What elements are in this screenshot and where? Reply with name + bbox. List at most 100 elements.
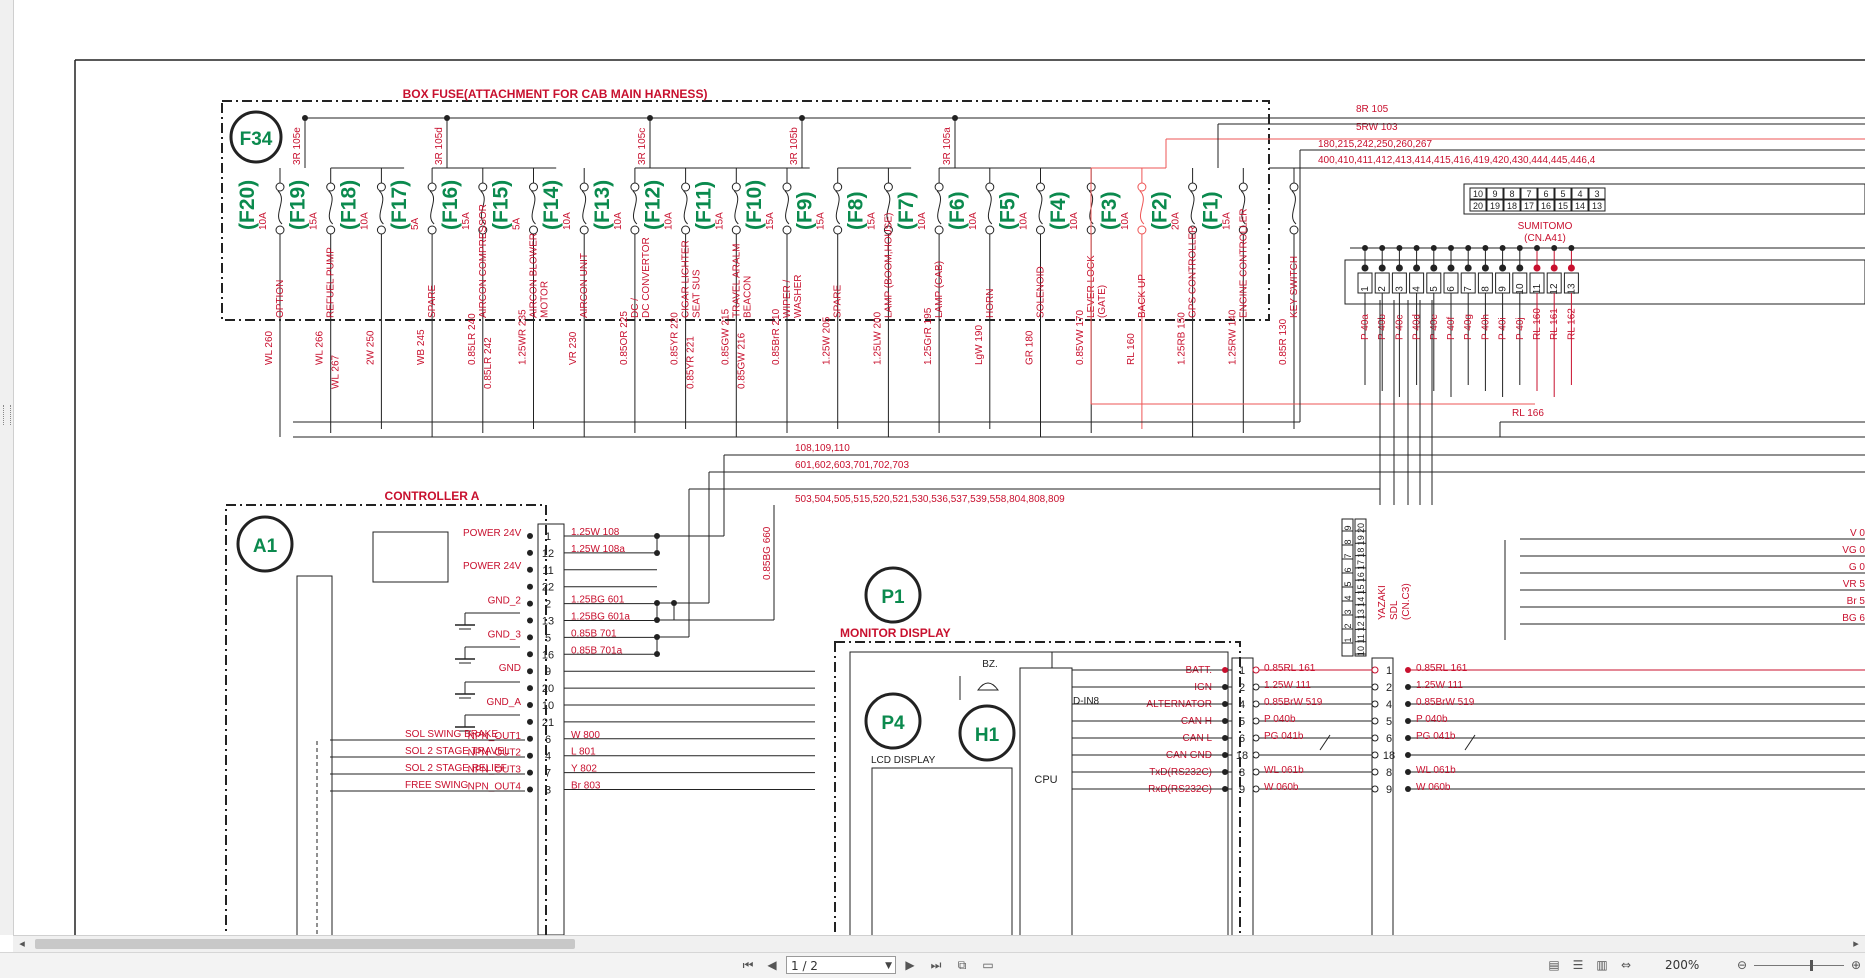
fit-width-icon[interactable]: ⇔ xyxy=(1620,958,1632,972)
connector-label: SUMITOMO xyxy=(1518,221,1573,232)
fuse-id: (F18) xyxy=(337,180,360,230)
fuse-rating: 20A xyxy=(1171,212,1182,230)
yazaki-pin-terminal xyxy=(1371,751,1379,759)
yazaki-cavity: 15 xyxy=(1356,584,1366,594)
fuse-rating: 10A xyxy=(613,212,624,230)
zoom-level[interactable]: 200% xyxy=(1665,958,1700,972)
pin-dot xyxy=(1533,264,1541,272)
cavity-number: 5 xyxy=(1560,189,1565,199)
fuse-feed-label: 3R 105b xyxy=(789,127,800,165)
fuse-load-label: WIPER / xyxy=(782,279,793,318)
fuse-rating: 10A xyxy=(1120,212,1131,230)
fuse-load-label: SPARE xyxy=(427,285,438,318)
yazaki-wire-label: PG 041b xyxy=(1416,731,1456,742)
zoom-out-icon[interactable]: ⊖ xyxy=(1736,958,1748,972)
horizontal-scrollbar[interactable]: ◂ ▸ xyxy=(13,935,1865,953)
pin-dot xyxy=(1362,245,1368,251)
cavity-number: 10 xyxy=(1473,189,1483,199)
wire-label: 1.25W 205 xyxy=(822,316,833,365)
pin-number: 9 xyxy=(1498,286,1509,292)
lcd-id: P4 xyxy=(881,713,905,734)
pin-number: 3 xyxy=(1394,286,1405,292)
fuse-id: (F12) xyxy=(642,180,665,230)
pin-dot xyxy=(1430,245,1437,251)
page-paste-icon[interactable]: ▭ xyxy=(982,958,994,972)
controller-wire-label: 1.25BG 601 xyxy=(571,595,625,606)
monitor-pin-number: 8 xyxy=(1239,767,1245,779)
yazaki-cavity: 10 xyxy=(1356,646,1366,656)
cpu-box xyxy=(1019,667,1073,935)
fuse-load-label: HORN xyxy=(985,289,996,318)
fuse-terminal-bottom xyxy=(630,225,640,235)
pin-wire-label: P 40j xyxy=(1515,317,1526,340)
cavity-number: 14 xyxy=(1575,201,1585,211)
monitor-pin-dot xyxy=(1222,769,1228,775)
first-page-icon[interactable]: ⏮ xyxy=(742,958,754,972)
right-edge-wire-label: VG 0 xyxy=(1842,545,1865,556)
pin-number: 8 xyxy=(1480,286,1491,292)
page-copy-icon[interactable]: ⧉ xyxy=(957,958,967,972)
fuse-element xyxy=(581,190,587,225)
scroll-grip[interactable] xyxy=(3,405,11,425)
chevron-down-icon[interactable]: ▼ xyxy=(885,961,892,971)
connector-cavity xyxy=(1537,199,1555,212)
single-page-view-icon[interactable]: ▤ xyxy=(1548,958,1560,972)
monitor-connector xyxy=(1231,657,1254,935)
wire-label: 0.85YR 220 xyxy=(670,312,681,365)
pin-wire-label: RL 162 xyxy=(1566,308,1577,340)
pin-dot xyxy=(1481,264,1489,272)
fuse-feed-label: 3R 105c xyxy=(637,128,648,165)
connector-cavity xyxy=(1469,199,1487,212)
right-edge-wire-label: V 0 xyxy=(1850,528,1865,539)
vertical-scrollbar[interactable] xyxy=(0,0,14,935)
continuous-view-icon[interactable]: ☰ xyxy=(1572,958,1584,972)
pin-dot xyxy=(1464,264,1472,272)
yazaki-pin-terminal xyxy=(1371,734,1379,742)
wire-label: VR 230 xyxy=(568,331,579,365)
page-number-field[interactable]: 1 / 2 ▼ xyxy=(786,956,896,974)
monitor-pin-terminal xyxy=(1252,785,1260,793)
scroll-thumb[interactable] xyxy=(35,939,575,949)
yazaki-cavity: 8 xyxy=(1343,539,1353,544)
scroll-left-icon[interactable]: ◂ xyxy=(19,938,25,950)
pin-dot xyxy=(1413,245,1420,251)
twist-mark xyxy=(1319,734,1331,751)
fuse-id: (F9) xyxy=(794,192,817,231)
fuse-element xyxy=(1291,190,1297,225)
monitor-id: P1 xyxy=(881,587,905,608)
fuse-rating: 10A xyxy=(664,212,675,230)
fuse-rating: 15A xyxy=(765,212,776,230)
monitor-pin-terminal xyxy=(1252,683,1260,691)
two-page-view-icon[interactable]: ▥ xyxy=(1596,958,1608,972)
controller-cpu-block xyxy=(296,575,333,935)
pin-number: 4 xyxy=(1412,286,1423,292)
next-page-icon[interactable]: ▶ xyxy=(905,958,915,972)
prev-page-icon[interactable]: ◀ xyxy=(767,958,777,972)
yazaki-pin-terminal xyxy=(1371,683,1379,691)
wire-label: 0.85GW 216 xyxy=(736,332,747,389)
fuse-terminal-bottom xyxy=(985,225,995,235)
yazaki-cavity: 4 xyxy=(1343,595,1353,600)
cavity-number: 6 xyxy=(1543,189,1548,199)
zoom-in-icon[interactable]: ⊕ xyxy=(1850,958,1862,972)
wire-label: GR 180 xyxy=(1025,330,1036,365)
yazaki-pin-number: 18 xyxy=(1383,750,1395,762)
fuse-load-label: LAMP (CAB) xyxy=(934,261,945,318)
yazaki-pin-terminal xyxy=(1371,700,1379,708)
controller-pin-dot xyxy=(527,735,533,742)
viewer-toolbar: ⏮ ◀ 1 / 2 ▼ ▶ ⏭ ⧉ ▭ ▤ ☰ ▥ ⇔ 200% ⊖ ⊕ xyxy=(0,952,1865,978)
connector-cavity xyxy=(1469,187,1487,200)
zoom-slider[interactable] xyxy=(1754,960,1844,971)
fuse-element xyxy=(632,190,638,225)
fuse-box-id-circle xyxy=(229,110,283,164)
fuse-terminal-bottom xyxy=(681,225,691,235)
last-page-icon[interactable]: ⏭ xyxy=(930,958,942,972)
pin-dot xyxy=(1361,264,1369,272)
wire-label-660: 0.85BG 660 xyxy=(762,526,773,580)
scroll-right-icon[interactable]: ▸ xyxy=(1853,938,1859,950)
zoom-slider-knob[interactable] xyxy=(1810,960,1813,971)
monitor-pin-dot xyxy=(1222,718,1228,724)
yazaki-cavity: 2 xyxy=(1343,623,1353,628)
monitor-outline xyxy=(834,641,1241,935)
controller-pin-dot xyxy=(527,583,533,590)
